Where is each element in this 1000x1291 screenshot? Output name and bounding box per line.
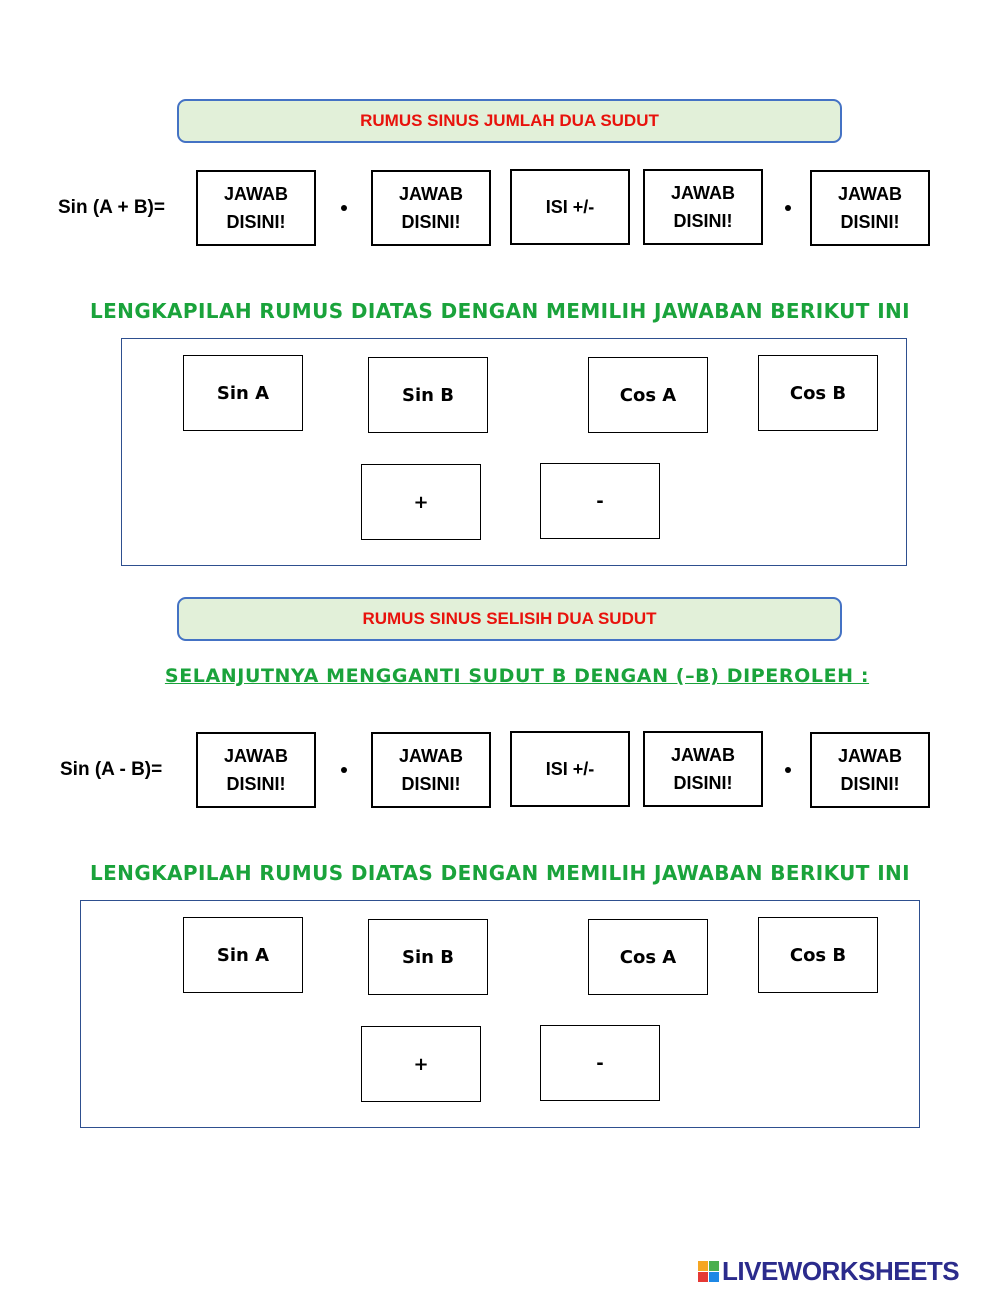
banner-sum-title: RUMUS SINUS JUMLAH DUA SUDUT <box>360 111 659 130</box>
instruction-text-difference: LENGKAPILAH RUMUS DIATAS DENGAN MEMILIH … <box>89 861 911 885</box>
answer-slot-1[interactable]: JAWAB DISINI! <box>196 170 316 246</box>
banner-difference-title: RUMUS SINUS SELISIH DUA SUDUT <box>362 609 657 628</box>
answer-slot-4[interactable]: JAWAB DISINI! <box>810 170 930 246</box>
option-cos-b[interactable]: Cos B <box>758 355 878 431</box>
answer-slot-text: JAWAB DISINI! <box>223 746 288 794</box>
multiply-dot <box>785 205 791 211</box>
answer-slot-4[interactable]: JAWAB DISINI! <box>810 732 930 808</box>
answer-slot-text: JAWAB DISINI! <box>837 746 902 794</box>
answer-slot-text: JAWAB DISINI! <box>670 745 735 793</box>
option-plus[interactable]: + <box>361 464 481 540</box>
formula-label-difference: Sin (A - B)= <box>60 759 163 780</box>
answer-slot-2[interactable]: JAWAB DISINI! <box>371 732 491 808</box>
brand-name: LIVEWORKSHEETS <box>722 1255 960 1286</box>
option-cos-b[interactable]: Cos B <box>758 917 878 993</box>
option-sin-b[interactable]: Sin B <box>368 357 488 433</box>
multiply-dot <box>341 767 347 773</box>
sign-slot-text: ISI +/- <box>545 197 595 217</box>
sign-slot[interactable]: ISI +/- <box>510 731 630 807</box>
answer-slot-text: JAWAB DISINI! <box>837 184 902 232</box>
answer-slot-text: JAWAB DISINI! <box>398 184 463 232</box>
option-sin-a[interactable]: Sin A <box>183 917 303 993</box>
answer-slot-3[interactable]: JAWAB DISINI! <box>643 169 763 245</box>
option-sin-b[interactable]: Sin B <box>368 919 488 995</box>
answer-slot-2[interactable]: JAWAB DISINI! <box>371 170 491 246</box>
multiply-dot <box>785 767 791 773</box>
formula-label-sum: Sin (A + B)= <box>58 197 165 218</box>
instruction-text-sum: LENGKAPILAH RUMUS DIATAS DENGAN MEMILIH … <box>89 299 911 323</box>
answer-slot-text: JAWAB DISINI! <box>223 184 288 232</box>
option-cos-a[interactable]: Cos A <box>588 357 708 433</box>
answer-slot-1[interactable]: JAWAB DISINI! <box>196 732 316 808</box>
banner-sum-formula: RUMUS SINUS JUMLAH DUA SUDUT <box>177 99 842 143</box>
liveworksheets-logo-icon <box>698 1260 719 1282</box>
banner-difference-formula: RUMUS SINUS SELISIH DUA SUDUT <box>177 597 842 641</box>
option-minus[interactable]: - <box>540 1025 660 1101</box>
sign-slot-text: ISI +/- <box>545 759 595 779</box>
answer-options-panel-difference: Sin A Sin B Cos A Cos B + - <box>80 900 920 1128</box>
answer-slot-text: JAWAB DISINI! <box>398 746 463 794</box>
sign-slot[interactable]: ISI +/- <box>510 169 630 245</box>
answer-slot-3[interactable]: JAWAB DISINI! <box>643 731 763 807</box>
substitution-note: SELANJUTNYA MENGGANTI SUDUT B DENGAN (–B… <box>164 665 870 687</box>
brand-footer: LIVEWORKSHEETS <box>698 1255 960 1286</box>
option-minus[interactable]: - <box>540 463 660 539</box>
option-plus[interactable]: + <box>361 1026 481 1102</box>
multiply-dot <box>341 205 347 211</box>
option-cos-a[interactable]: Cos A <box>588 919 708 995</box>
answer-slot-text: JAWAB DISINI! <box>670 183 735 231</box>
option-sin-a[interactable]: Sin A <box>183 355 303 431</box>
answer-options-panel-sum: Sin A Sin B Cos A Cos B + - <box>121 338 907 566</box>
